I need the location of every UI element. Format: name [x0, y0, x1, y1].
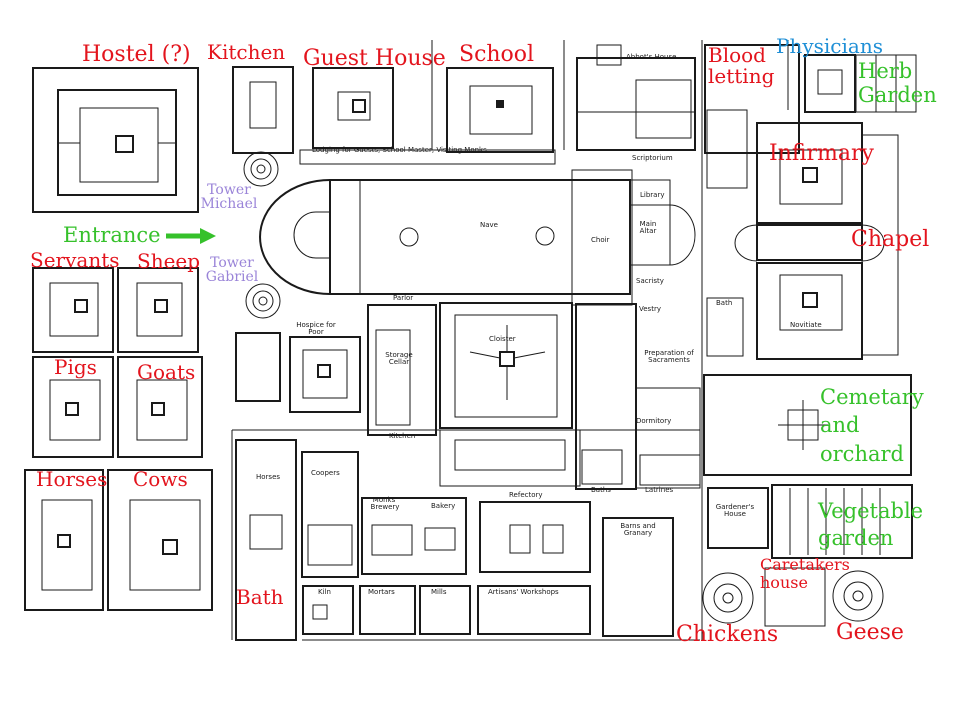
label-herb-garden: Herb Garden [858, 59, 937, 108]
text-baths: Baths [591, 486, 611, 494]
dormitory-block [575, 303, 701, 490]
label-tower-michael: Tower Michael [200, 182, 258, 212]
text-sacristy: Sacristy [636, 277, 664, 285]
label-goats: Goats [137, 360, 196, 384]
text-main-altar: Main Altar [639, 220, 657, 236]
text-barns: Barns and Granary [620, 522, 656, 538]
text-scriptorium: Scriptorium [632, 154, 673, 162]
entrance-arrow [166, 228, 216, 244]
label-vegetable-garden: Vegetable garden [818, 499, 924, 551]
text-bath-small: Bath [716, 299, 733, 307]
label-chapel: Chapel [851, 227, 930, 252]
text-abbots-house: Abbot's House [626, 53, 677, 61]
label-caretakers-house: Caretakers house [760, 555, 850, 592]
label-cemetery: Cemetary and orchard [820, 385, 924, 466]
label-guest-house: Guest House [303, 46, 446, 71]
text-refectory: Refectory [509, 491, 543, 499]
label-horses: Horses [36, 467, 108, 491]
text-dormitory: Dormitory [636, 417, 672, 425]
label-kitchen: Kitchen [207, 40, 286, 64]
label-blood-letting: Blood letting [708, 43, 775, 88]
abbots-house [576, 44, 696, 151]
label-geese: Geese [836, 620, 904, 645]
guest-house-block [232, 66, 556, 165]
east-small-buildings [706, 109, 748, 357]
hospice-block [235, 304, 437, 436]
label-pigs: Pigs [54, 355, 97, 379]
text-mills: Mills [431, 588, 447, 596]
text-kiln: Kiln [318, 588, 331, 596]
text-kitchen-small: Kitchen [389, 432, 416, 440]
text-novitiate: Novitiate [790, 321, 822, 329]
church [259, 169, 696, 306]
south-workshops [235, 439, 674, 641]
cloister [439, 302, 581, 487]
text-bakery: Bakery [431, 502, 456, 510]
text-hospice: Hospice for Poor [296, 321, 336, 337]
label-physicians: Physicians [776, 34, 883, 58]
text-preparation: Preparation of Sacraments [644, 349, 694, 365]
label-entrance: Entrance [63, 223, 161, 247]
text-brewery: Monks' Brewery [370, 496, 400, 512]
text-coopers: Coopers [311, 469, 340, 477]
label-infirmary: Infirmary [769, 141, 874, 166]
text-cloister: Cloister [489, 335, 516, 343]
label-bath: Bath [236, 585, 284, 609]
text-vestry: Vestry [639, 305, 661, 313]
vegetable-garden [707, 484, 913, 559]
text-parlor: Parlor [393, 294, 414, 302]
text-storage-cellar: Storage Cellar [385, 351, 413, 367]
text-artisans: Artisans' Workshops [488, 588, 559, 596]
poultry-houses [702, 567, 884, 627]
animal-pens [24, 267, 213, 611]
label-hostel: Hostel (?) [82, 42, 191, 67]
cemetery-orchard [703, 374, 912, 476]
text-choir: Choir [591, 236, 610, 244]
hostel-building [32, 67, 199, 213]
label-sheep: Sheep [137, 249, 201, 273]
infirmary-chapel-block [734, 122, 899, 360]
label-tower-gabriel: Tower Gabriel [205, 255, 259, 285]
label-cows: Cows [133, 467, 188, 491]
towers [243, 151, 281, 319]
boundary-lines [231, 40, 789, 641]
label-chickens: Chickens [676, 622, 779, 647]
text-horses-small: Horses [256, 473, 281, 481]
text-gardeners-house: Gardener's House [715, 503, 755, 519]
text-library: Library [640, 191, 665, 199]
text-lodging: Lodging for Guests, School Master, Visit… [312, 146, 487, 154]
label-servants: Servants [30, 248, 120, 272]
text-latrines: Latrines [645, 486, 674, 494]
text-mortars: Mortars [368, 588, 395, 596]
label-school: School [459, 42, 535, 67]
text-nave: Nave [480, 221, 498, 229]
physicians-block [704, 44, 917, 154]
